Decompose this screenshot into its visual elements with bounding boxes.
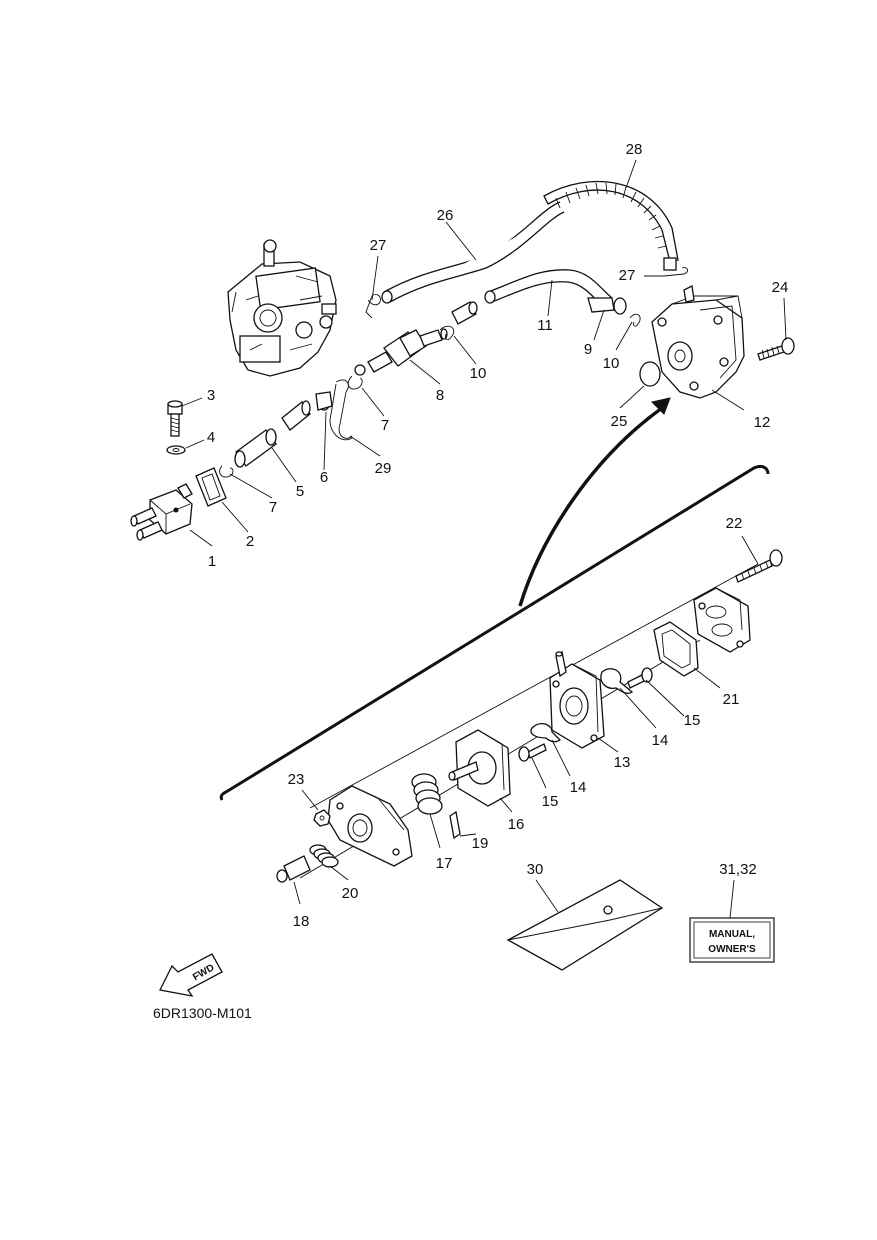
- callout-19: 19: [472, 835, 489, 852]
- callout-14-upper: 14: [652, 732, 669, 749]
- clip-7-lower: [219, 465, 234, 478]
- fuel-hose-9: [587, 297, 627, 315]
- parts-bag-30: [506, 879, 664, 971]
- cover-plate: [693, 587, 751, 653]
- screw-22: [735, 549, 783, 583]
- callout-16: 16: [508, 816, 525, 833]
- spring-20: [309, 844, 339, 868]
- callout-27-right: 27: [619, 267, 636, 284]
- clip-27-left: [365, 293, 381, 319]
- callout-20: 20: [342, 885, 359, 902]
- detail-arrow: [518, 397, 671, 607]
- clip-29: [329, 379, 353, 441]
- owners-manual-box: [689, 917, 775, 963]
- diagram-code: 6DR1300-M101: [153, 1005, 252, 1021]
- screw-15-lower: [518, 743, 547, 762]
- callout-29: 29: [375, 460, 392, 477]
- callout-6: 6: [320, 469, 328, 486]
- callout-8: 8: [436, 387, 444, 404]
- callout-24: 24: [772, 279, 789, 296]
- callout-14-lower: 14: [570, 779, 587, 796]
- carburetor-illustration: [227, 239, 337, 377]
- screw-15-upper: [627, 667, 653, 689]
- callout-13: 13: [614, 754, 631, 771]
- hose-joint: [451, 301, 478, 325]
- clamp-6: [315, 391, 333, 411]
- callout-10-left: 10: [470, 365, 487, 382]
- nut-23: [313, 809, 331, 827]
- callout-28: 28: [626, 141, 643, 158]
- callout-18: 18: [293, 913, 310, 930]
- pin-19: [449, 810, 461, 840]
- callout-5: 5: [296, 483, 304, 500]
- bolt-24: [757, 337, 795, 361]
- fwd-arrow-icon: [159, 953, 223, 997]
- pump-base: [327, 785, 413, 867]
- fuel-hose-26: [381, 201, 565, 304]
- clip-10-right: [629, 313, 641, 327]
- callout-1: 1: [208, 553, 216, 570]
- leader-lines: [181, 159, 787, 919]
- clip-10-left: [439, 325, 455, 341]
- fuel-joint-1: [130, 483, 193, 541]
- gasket-2: [195, 467, 227, 507]
- manual-label-line2: OWNER'S: [708, 944, 756, 955]
- callout-17: 17: [436, 855, 453, 872]
- spring-17: [411, 773, 443, 815]
- callout-31-32: 31,32: [719, 861, 757, 878]
- manual-label-line1: MANUAL,: [709, 929, 755, 940]
- callout-23: 23: [288, 771, 305, 788]
- callout-7-upper: 7: [381, 417, 389, 434]
- callout-27-left: 27: [370, 237, 387, 254]
- callout-22: 22: [726, 515, 743, 532]
- callout-7-lower: 7: [269, 499, 277, 516]
- callout-2: 2: [246, 533, 254, 550]
- fuel-filter-8: [354, 328, 448, 376]
- clip-7-upper: [347, 375, 363, 390]
- callout-15-lower: 15: [542, 793, 559, 810]
- callout-9: 9: [584, 341, 592, 358]
- plunger-18: [276, 855, 311, 883]
- o-ring-25: [639, 361, 661, 387]
- pump-body-13: [549, 650, 605, 749]
- clip-27-right: [663, 267, 689, 277]
- washer-4: [166, 445, 186, 455]
- callout-21: 21: [723, 691, 740, 708]
- callout-3: 3: [207, 387, 215, 404]
- fuel-pump-assy-12: [651, 285, 745, 399]
- callout-12: 12: [754, 414, 771, 431]
- diaphragm-16: [448, 729, 511, 807]
- callout-26: 26: [437, 207, 454, 224]
- fuel-hose-5: [234, 400, 311, 468]
- callout-4: 4: [207, 429, 215, 446]
- callout-15-upper: 15: [684, 712, 701, 729]
- callout-25: 25: [611, 413, 628, 430]
- callout-30: 30: [527, 861, 544, 878]
- fuel-hose-28-corrugated: [543, 180, 679, 271]
- gasket-21: [653, 621, 699, 677]
- bolt-3: [167, 400, 183, 437]
- callout-11: 11: [537, 317, 553, 334]
- callout-10-right: 10: [603, 355, 620, 372]
